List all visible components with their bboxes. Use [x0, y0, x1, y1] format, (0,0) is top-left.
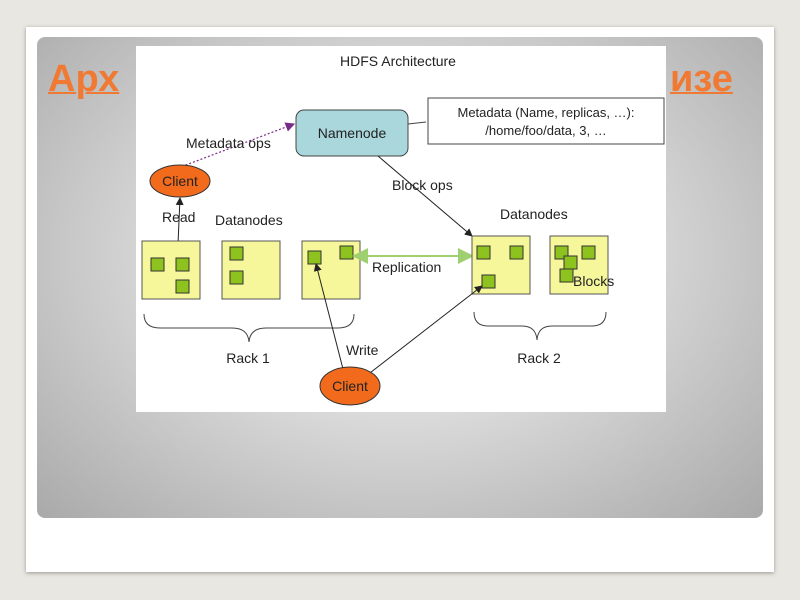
block	[509, 245, 524, 260]
rack2-brace	[473, 311, 607, 341]
metadata-ops-arrow	[177, 122, 296, 169]
client-top-label: Client	[162, 173, 198, 189]
metadata-line2: /home/foo/data, 3, …	[485, 123, 606, 138]
block-ops-label: Block ops	[392, 177, 453, 193]
hdfs-diagram-svg: HDFS Architecture Namenode Metadata (Nam…	[141, 53, 665, 406]
block	[229, 246, 244, 261]
slide-title-right: изе	[670, 58, 733, 100]
client-bottom-label: Client	[332, 378, 368, 394]
datanodes-left-label: Datanodes	[215, 212, 283, 228]
client-top	[149, 164, 211, 198]
write-arrow-rack2	[365, 285, 483, 377]
block	[229, 270, 244, 285]
block	[559, 268, 574, 283]
namenode-label: Namenode	[318, 125, 387, 141]
metadata-ops-label: Metadata ops	[186, 135, 271, 151]
namenode-box	[295, 109, 409, 157]
blocks-label: Blocks	[573, 273, 614, 289]
block	[581, 245, 596, 260]
block	[563, 255, 578, 270]
hdfs-diagram: HDFS Architecture Namenode Metadata (Nam…	[136, 46, 666, 412]
rack2-label: Rack 2	[517, 350, 561, 366]
block	[175, 257, 190, 272]
slide-title-left: Арх	[48, 58, 120, 100]
block-ops-arrow	[377, 155, 473, 237]
rack1-label: Rack 1	[226, 350, 270, 366]
client-bottom	[319, 366, 381, 406]
block	[175, 279, 190, 294]
replication-label: Replication	[372, 259, 441, 275]
metadata-line1: Metadata (Name, replicas, …):	[457, 105, 634, 120]
read-arrow	[175, 197, 184, 245]
block	[307, 250, 322, 265]
rack1-brace	[143, 313, 355, 343]
metadata-box	[427, 97, 665, 145]
namenode-metadata-connector	[407, 121, 427, 125]
block	[481, 274, 496, 289]
block	[150, 257, 165, 272]
write-arrow-rack1	[313, 263, 344, 370]
block	[339, 245, 354, 260]
datanodes-right-label: Datanodes	[500, 206, 568, 222]
block	[476, 245, 491, 260]
write-label: Write	[346, 342, 379, 358]
diagram-title: HDFS Architecture	[340, 53, 456, 69]
datanode-r2-1	[471, 235, 531, 295]
